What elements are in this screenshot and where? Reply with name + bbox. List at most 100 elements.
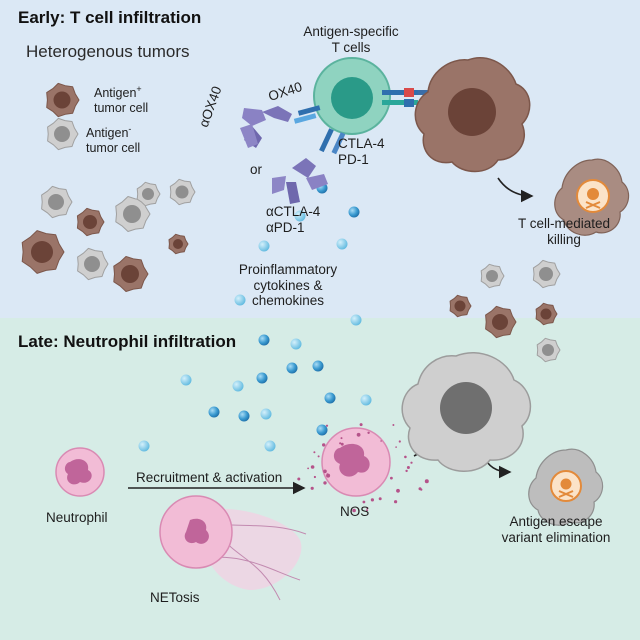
- nos-particle: [340, 437, 343, 440]
- nos-particle: [307, 467, 309, 470]
- antigen-negative-tumor-cell: [47, 117, 79, 151]
- cytokine-dot: [348, 206, 360, 218]
- cytokine-dot: [258, 334, 270, 346]
- legend-antigen-positive: Antigen+tumor cell: [94, 84, 149, 115]
- nos-particle: [323, 469, 327, 474]
- nos-particle: [310, 465, 315, 469]
- cytokine-dot: [360, 394, 372, 406]
- nos-particle: [406, 466, 410, 469]
- antigen-negative-tumor-cell: [480, 263, 505, 289]
- nos-particle: [323, 481, 327, 485]
- netosis-label: NETosis: [150, 590, 200, 605]
- early-panel-title: Early: T cell infiltration: [18, 8, 202, 27]
- or-label: or: [250, 162, 263, 177]
- cytokine-dot: [232, 380, 244, 392]
- nos-particle: [317, 455, 320, 458]
- antigen-negative-tumor-cell: [77, 247, 109, 281]
- cytokine-dot: [350, 314, 362, 326]
- nos-particle: [396, 488, 400, 493]
- recruitment-label: Recruitment & activation: [136, 470, 283, 485]
- nos-particle: [392, 424, 395, 426]
- antigen-positive-tumor-cell: [113, 256, 149, 292]
- dying-tumor-cell: [554, 158, 630, 236]
- neutrophil-cell: [55, 447, 105, 497]
- antigen-negative-tumor-cell: [532, 259, 561, 289]
- cytokine-dot: [316, 424, 328, 436]
- cytokine-dot: [264, 440, 276, 452]
- antigen-negative-tumor-cell: [536, 337, 561, 363]
- nos-particle: [356, 432, 361, 437]
- nos-particle: [405, 469, 408, 473]
- nos-particle: [359, 423, 363, 427]
- nos-particle: [367, 431, 370, 434]
- nos-particle: [398, 440, 401, 443]
- nos-particle: [362, 500, 366, 504]
- antigen-negative-tumor-cell: [169, 178, 196, 206]
- cytokine-dot: [286, 362, 298, 374]
- antigen-neg-large-nucleus: [440, 382, 492, 434]
- nos-particle: [366, 509, 369, 512]
- nos-particle: [310, 486, 314, 490]
- target-tumor-nucleus: [448, 88, 496, 136]
- nos-particle: [410, 461, 413, 464]
- cytokine-dot: [258, 240, 270, 252]
- cytokine-dot: [290, 338, 302, 350]
- nos-particle: [322, 443, 326, 447]
- nos-particle: [404, 455, 407, 459]
- ctla4-pd1-receptor-icon: [319, 128, 346, 155]
- nos-particle: [380, 440, 382, 442]
- nos-particle: [326, 473, 331, 478]
- nos-particle: [366, 507, 369, 510]
- activated-neutrophil: [321, 427, 391, 497]
- cytokine-dot: [312, 360, 324, 372]
- cytokine-dot: [138, 440, 150, 452]
- nos-particle: [313, 475, 316, 479]
- antigen-positive-tumor-cell: [76, 207, 105, 237]
- cytokine-dot: [180, 374, 192, 386]
- antigen-negative-tumor-cell: [136, 181, 161, 207]
- nos-particle: [370, 498, 374, 502]
- cytokine-dots-group: [138, 182, 372, 452]
- antigen-positive-tumor-cell: [535, 302, 558, 326]
- cytokine-dot: [336, 238, 348, 250]
- antigen-negative-tumor-cell: [115, 196, 151, 232]
- tumor-cells-group: [21, 82, 561, 363]
- nos-particle: [394, 500, 398, 504]
- neutrophil-label: Neutrophil: [46, 510, 108, 525]
- antigen-positive-tumor-cell: [449, 294, 472, 318]
- nos-particle: [378, 497, 382, 501]
- antigen-positive-tumor-cell: [168, 233, 189, 255]
- dying-antigen-neg-cell: [528, 448, 604, 526]
- netosis-cell: [159, 495, 307, 601]
- anti-ox40-antibody-icon: [240, 106, 292, 148]
- nos-particle: [313, 451, 316, 454]
- antigen-positive-tumor-cell: [46, 82, 80, 118]
- nos-particles: [297, 423, 431, 513]
- t-cell-nucleus: [331, 77, 373, 119]
- nos-particle: [339, 442, 342, 445]
- nos-label: NOS: [340, 504, 370, 519]
- killing-arrow: [497, 177, 534, 203]
- nos-particle: [340, 442, 344, 446]
- late-panel-background: [0, 318, 640, 640]
- cytokine-dot: [234, 294, 246, 306]
- cytokine-dot: [324, 392, 336, 404]
- nos-particle: [390, 476, 393, 480]
- heterogenous-tumors-subtitle: Heterogenous tumors: [26, 42, 190, 61]
- nos-particle: [297, 477, 301, 481]
- cytokine-dot: [256, 372, 268, 384]
- legend-antigen-negative: Antigen-tumor cell: [86, 124, 141, 155]
- nos-particle: [325, 424, 329, 427]
- nos-particle: [395, 446, 397, 448]
- antigen-positive-tumor-cell: [485, 305, 517, 339]
- antigen-negative-tumor-cell: [41, 185, 73, 219]
- ox40-receptor-icon: [293, 105, 321, 124]
